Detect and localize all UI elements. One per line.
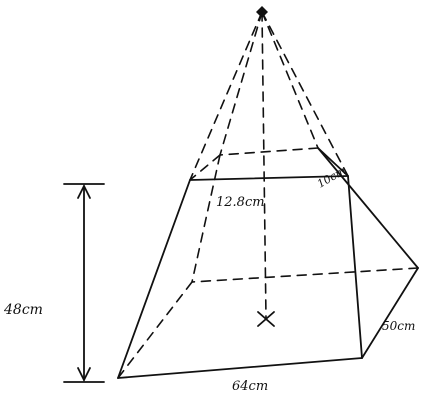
- lateral-edge-front-right: [347, 175, 363, 359]
- top-length-label: 12.8cm: [216, 195, 265, 210]
- base-width-label: 50cm: [382, 319, 415, 333]
- apex-altitude-line: [261, 11, 267, 319]
- height-arrowhead-down: [77, 367, 91, 383]
- top-face-back-edge: [219, 147, 319, 156]
- base-right-edge: [361, 267, 419, 359]
- base-front-edge: [117, 357, 363, 379]
- top-face-left-edge: [189, 154, 221, 181]
- height-arrowhead-up: [77, 183, 91, 199]
- base-left-edge: [117, 281, 193, 379]
- apex-edge-back-left: [219, 11, 263, 156]
- lateral-edge-back-left: [191, 154, 221, 283]
- top-width-label: 10cm: [315, 164, 348, 191]
- height-label: 48cm: [3, 302, 43, 318]
- apex-edge-front-left: [189, 11, 263, 181]
- base-length-label: 64cm: [232, 379, 268, 394]
- apex-edge-back-right: [261, 11, 319, 149]
- apex-edge-front-right: [261, 11, 349, 177]
- lateral-edge-front-left: [117, 179, 191, 379]
- base-centre-mark-b: [257, 311, 275, 327]
- base-back-edge: [191, 267, 419, 283]
- lateral-edge-back-right: [317, 147, 419, 269]
- top-face-front-edge: [189, 175, 349, 181]
